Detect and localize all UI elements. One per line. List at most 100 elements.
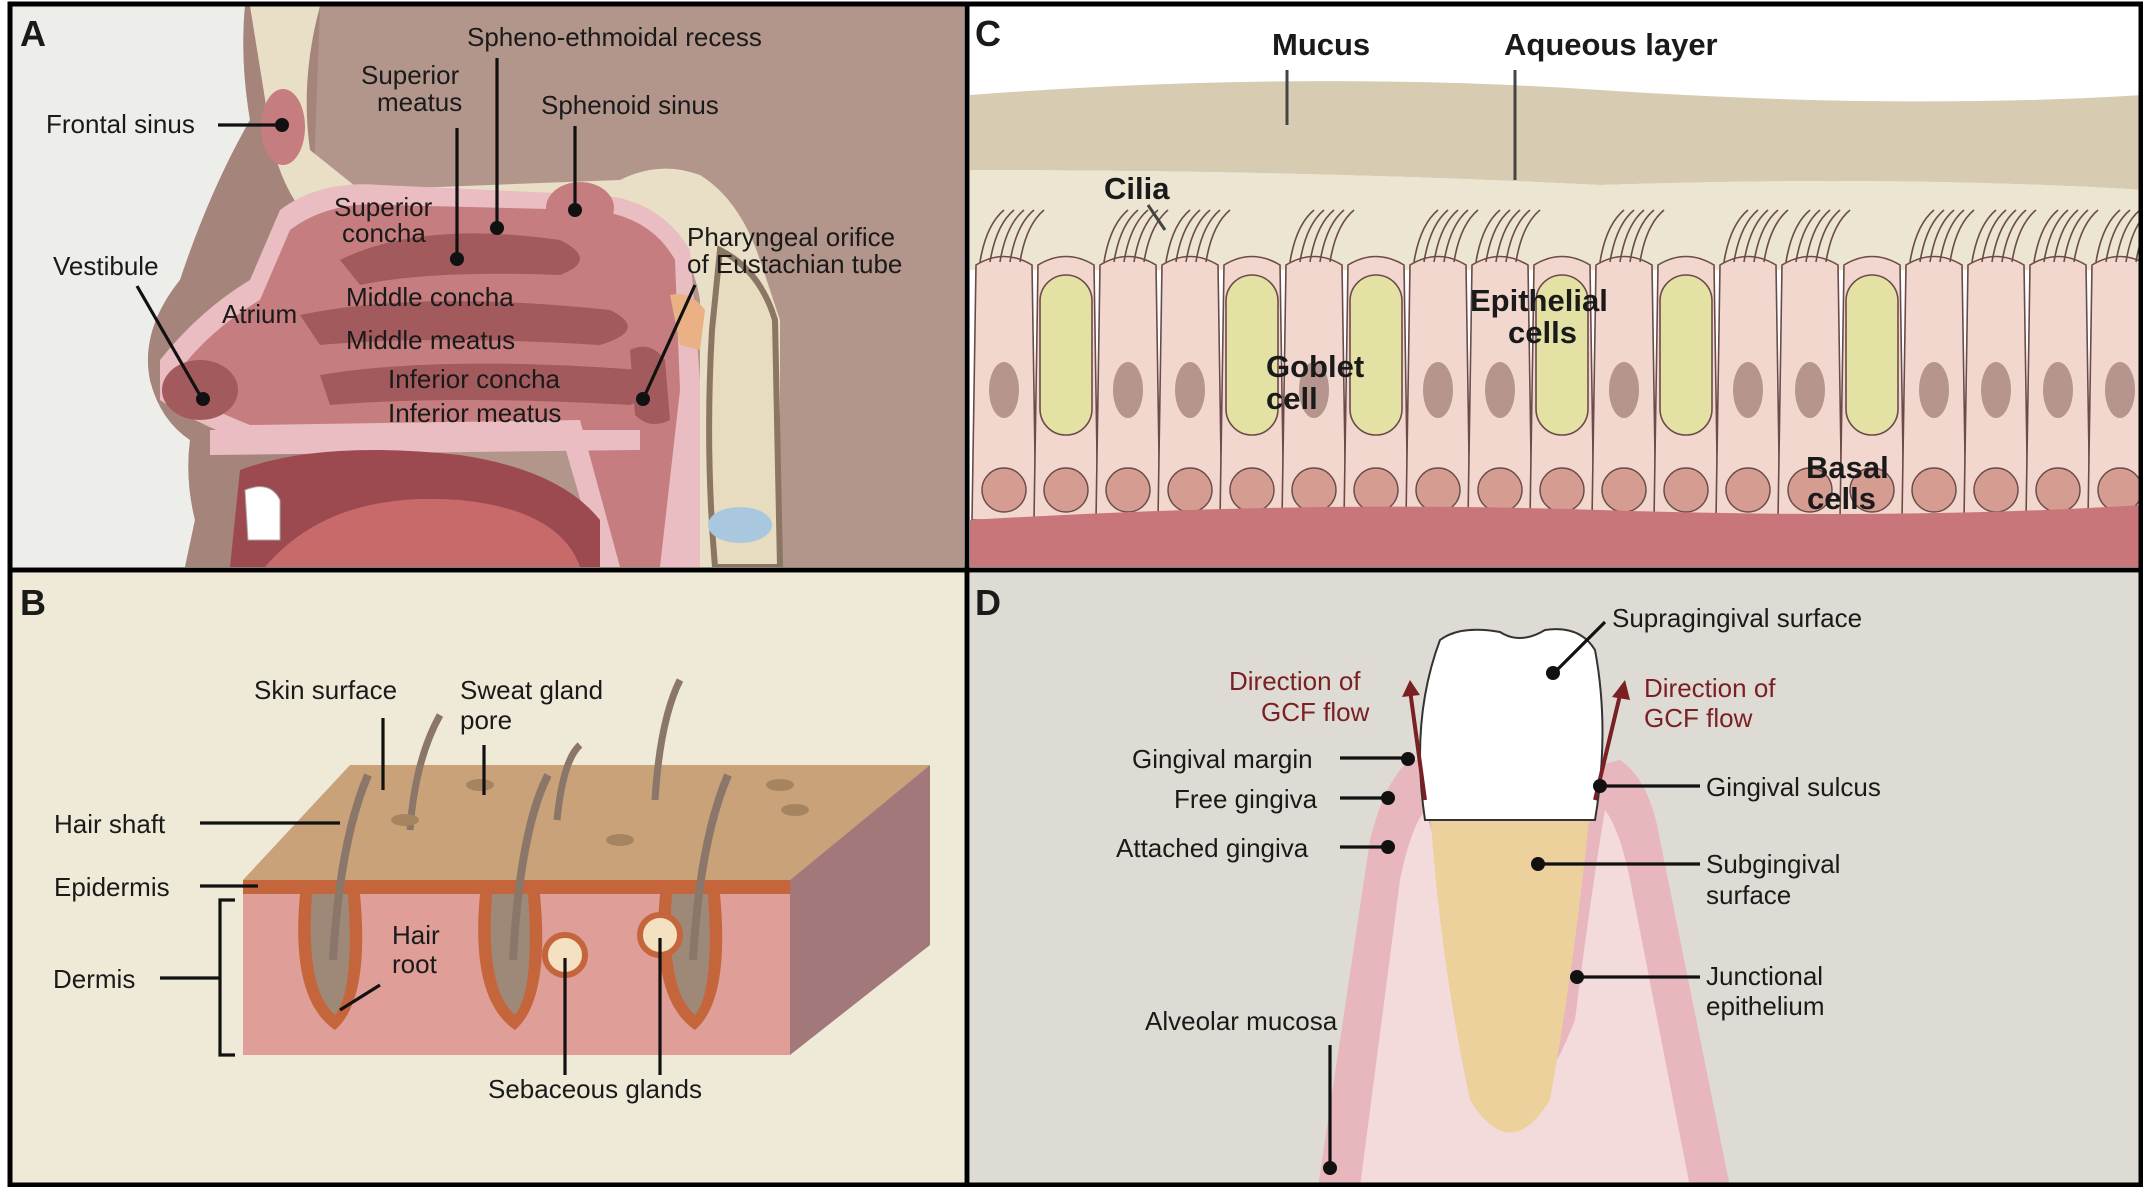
label-gingival-margin: Gingival margin (1132, 744, 1313, 774)
dot-supragingival (1546, 666, 1560, 680)
basal-cell (1664, 468, 1708, 512)
pore-5 (781, 804, 809, 816)
label-alveolar-mucosa: Alveolar mucosa (1145, 1006, 1338, 1036)
cell-nucleus (1485, 362, 1515, 418)
label-attached-gingiva: Attached gingiva (1116, 833, 1309, 863)
label-skin-surface: Skin surface (254, 675, 397, 705)
pore-4 (766, 779, 794, 791)
cell-nucleus (1175, 362, 1205, 418)
label-epithelial-2: cells (1508, 315, 1577, 350)
label-superior-meatus-2: meatus (377, 87, 462, 117)
dot-pharyngeal (636, 392, 650, 406)
label-sweat-gland-2: pore (460, 705, 512, 735)
goblet-cell (1846, 275, 1898, 435)
label-subgingival-2: surface (1706, 880, 1791, 910)
dot-frontal-sinus (275, 118, 289, 132)
vestibule-shape (162, 360, 238, 420)
label-inferior-meatus: Inferior meatus (388, 398, 561, 428)
basal-cell (1044, 468, 1088, 512)
dot-free-gingiva (1381, 791, 1395, 805)
label-sebaceous-glands: Sebaceous glands (488, 1074, 702, 1104)
label-inferior-concha: Inferior concha (388, 364, 561, 394)
cell-nucleus (2105, 362, 2135, 418)
cell-nucleus (1981, 362, 2011, 418)
dot-attached-gingiva (1381, 840, 1395, 854)
cell-nucleus (1795, 362, 1825, 418)
dot-vestibule (196, 392, 210, 406)
label-free-gingiva: Free gingiva (1174, 784, 1318, 814)
basal-cell (1974, 468, 2018, 512)
label-epidermis: Epidermis (54, 872, 170, 902)
label-basal-1: Basal (1806, 450, 1889, 485)
label-sphenoid-sinus: Sphenoid sinus (541, 90, 719, 120)
cell-nucleus (989, 362, 1019, 418)
basal-cell (1230, 468, 1274, 512)
label-pharyngeal-orifice-2: of Eustachian tube (687, 249, 902, 279)
label-middle-concha: Middle concha (346, 282, 514, 312)
dot-gingival-margin (1401, 752, 1415, 766)
basal-cell (982, 468, 1026, 512)
basal-cell (1416, 468, 1460, 512)
panel-b-letter: B (20, 582, 46, 623)
tooth-crown (1420, 629, 1603, 820)
tooth-upper (245, 487, 280, 540)
dot-alveolar-mucosa (1323, 1161, 1337, 1175)
basal-cell (1726, 468, 1770, 512)
label-cilia: Cilia (1104, 171, 1170, 206)
label-spheno-ethmoidal-recess: Spheno-ethmoidal recess (467, 22, 762, 52)
pore-1 (391, 814, 419, 826)
label-gcf-right-2: GCF flow (1644, 703, 1753, 733)
label-aqueous-layer: Aqueous layer (1504, 27, 1718, 62)
basal-cell (1292, 468, 1336, 512)
label-sweat-gland-1: Sweat gland (460, 675, 603, 705)
panel-c-letter: C (975, 13, 1001, 54)
label-gcf-left-2: GCF flow (1261, 697, 1370, 727)
label-gcf-right-1: Direction of (1644, 673, 1776, 703)
label-mucus: Mucus (1272, 27, 1370, 62)
basal-cell (1168, 468, 1212, 512)
label-gingival-sulcus: Gingival sulcus (1706, 772, 1881, 802)
label-junctional-1: Junctional (1706, 961, 1823, 991)
label-goblet-2: cell (1266, 381, 1318, 416)
cell-nucleus (1733, 362, 1763, 418)
basal-cell (1354, 468, 1398, 512)
dot-gingival-sulcus (1593, 779, 1607, 793)
cell-nucleus (1609, 362, 1639, 418)
label-vestibule: Vestibule (53, 251, 159, 281)
basal-cell (1106, 468, 1150, 512)
label-superior-concha-2: concha (342, 218, 426, 248)
panel-d: D Supragingival surface Direction of GCF… (970, 573, 2143, 1187)
label-hair-root-1: Hair (392, 920, 440, 950)
dot-junctional (1570, 970, 1584, 984)
goblet-cell (1040, 275, 1092, 435)
dot-subgingival (1531, 857, 1545, 871)
pore-3 (606, 834, 634, 846)
dot-sphenoid-sinus (568, 203, 582, 217)
dot-superior-meatus (450, 252, 464, 266)
label-subgingival-1: Subgingival (1706, 849, 1840, 879)
label-basal-2: cells (1807, 481, 1876, 516)
label-atrium: Atrium (222, 299, 297, 329)
basal-cell (1602, 468, 1646, 512)
basal-cell (2036, 468, 2080, 512)
cell-nucleus (1113, 362, 1143, 418)
goblet-cell (1660, 275, 1712, 435)
label-epithelial-1: Epithelial (1470, 283, 1608, 318)
panel-b: B Skin surface Sweat gland pore Hair sha… (12, 573, 964, 1187)
label-hair-shaft: Hair shaft (54, 809, 166, 839)
panel-d-letter: D (975, 582, 1001, 623)
intervertebral-disc (708, 507, 772, 543)
label-supragingival-surface: Supragingival surface (1612, 603, 1862, 633)
label-goblet-1: Goblet (1266, 349, 1364, 384)
basal-cell (1540, 468, 1584, 512)
label-junctional-2: epithelium (1706, 991, 1825, 1021)
basal-cell (1912, 468, 1956, 512)
label-hair-root-2: root (392, 949, 438, 979)
panel-a-letter: A (20, 13, 46, 54)
label-pharyngeal-orifice-1: Pharyngeal orifice (687, 222, 895, 252)
basal-cell (2098, 468, 2142, 512)
label-middle-meatus: Middle meatus (346, 325, 515, 355)
cell-nucleus (1919, 362, 1949, 418)
